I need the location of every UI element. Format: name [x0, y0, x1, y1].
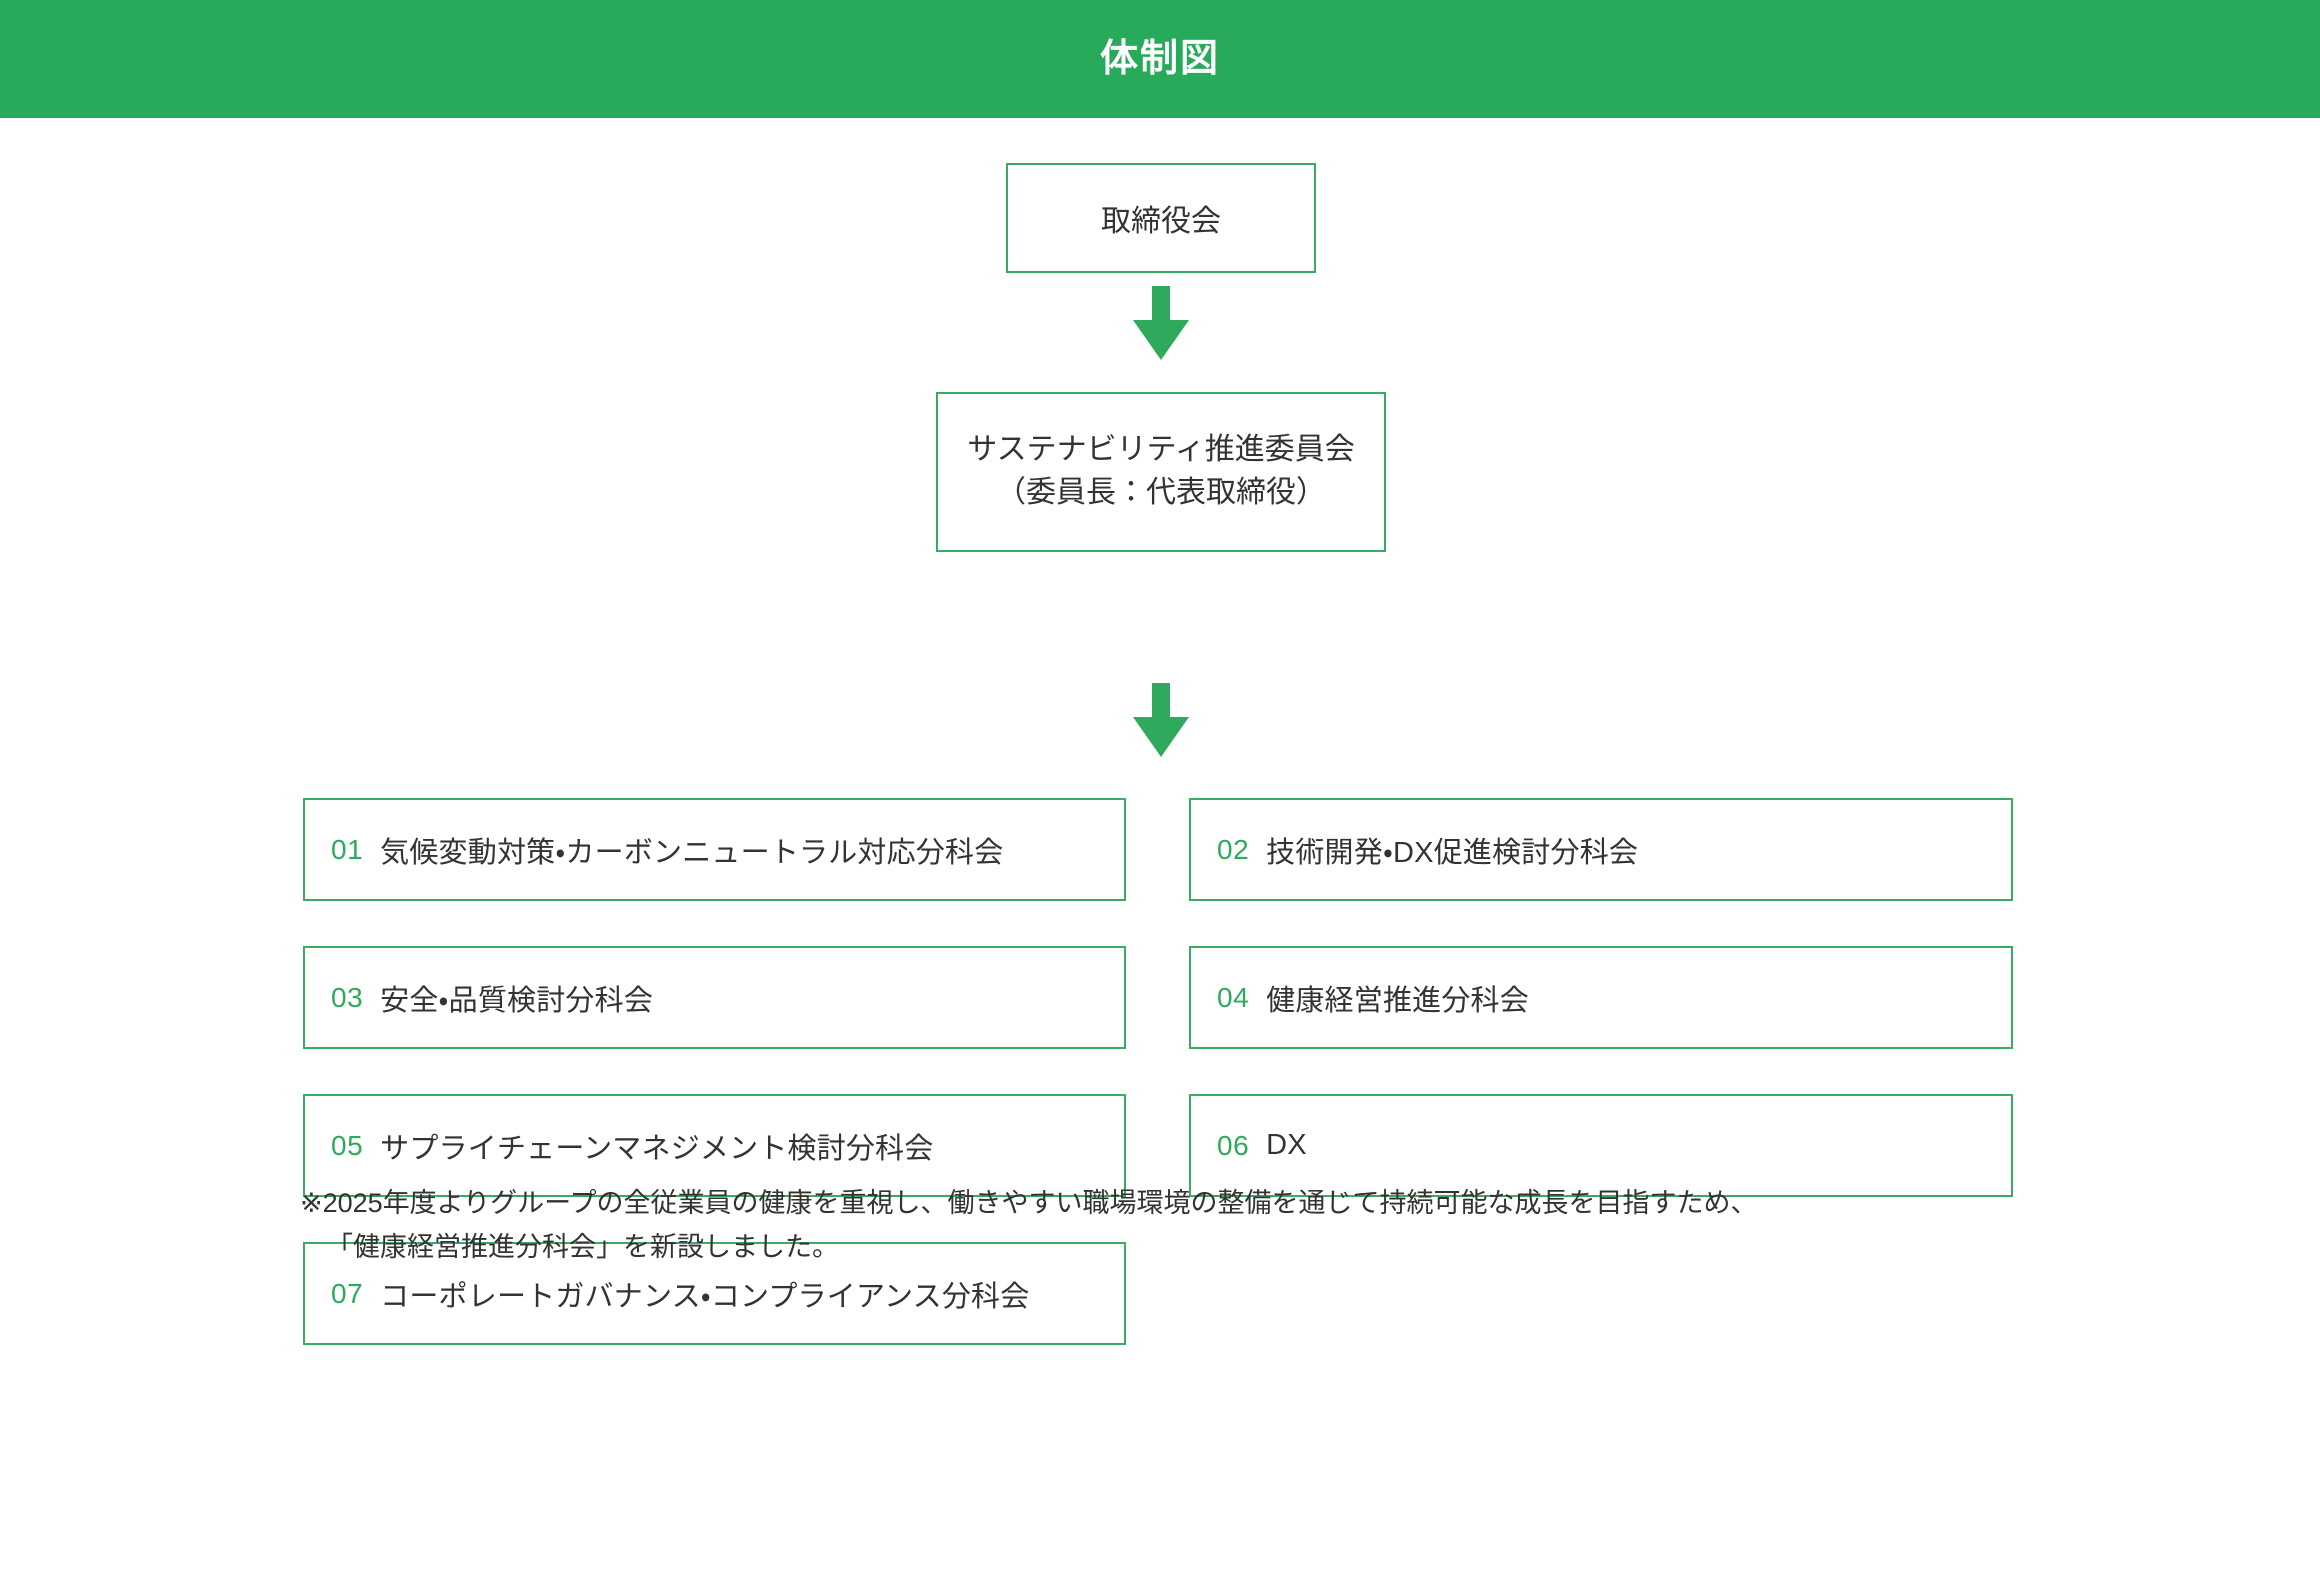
- subcommittee-list: 01 気候変動対策・カーボンニュートラル対応分科会 02 技術開発・DX促進検討…: [303, 678, 2013, 1345]
- subcommittee-number-06: 06: [1217, 1129, 1250, 1161]
- footnote-line-1: ※2025年度よりグループの全従業員の健康を重視し、働きやすい職場環境の整備を通…: [300, 1188, 1758, 1218]
- node-sustainability-committee: サステナビリティ推進委員会 （委員長：代表取締役）: [936, 392, 1386, 552]
- subcommittee-item-05: 05 サプライチェーンマネジメント検討分科会: [303, 1094, 1126, 1197]
- node-board-of-directors-label: 取締役会: [1101, 205, 1221, 238]
- subcommittee-number-04: 04: [1217, 981, 1250, 1013]
- page-header: 体制図: [0, 0, 2320, 118]
- subcommittee-label-04: 健康経営推進分科会: [1266, 984, 1529, 1017]
- subcommittee-number-05: 05: [331, 1129, 364, 1161]
- subcommittee-item-01: 01 気候変動対策・カーボンニュートラル対応分科会: [303, 798, 1126, 901]
- node-sustainability-committee-line1: サステナビリティ推進委員会: [967, 433, 1355, 467]
- footnote-line-2: 「健康経営推進分科会」を新設しました。: [326, 1231, 839, 1262]
- subcommittee-number-07: 07: [331, 1277, 364, 1309]
- node-board-of-directors: 取締役会: [1006, 163, 1316, 273]
- subcommittee-item-06: 06 DX: [1189, 1094, 2013, 1197]
- arrow-down-icon-board-to-committee: [1133, 286, 1189, 360]
- subcommittee-label-02: 技術開発・DX促進検討分科会: [1266, 836, 1639, 869]
- subcommittee-item-02: 02 技術開発・DX促進検討分科会: [1189, 798, 2013, 901]
- subcommittee-number-03: 03: [331, 981, 364, 1013]
- subcommittee-label-05: サプライチェーンマネジメント検討分科会: [380, 1132, 934, 1165]
- subcommittee-number-02: 02: [1217, 833, 1250, 865]
- org-chart-diagram: 取締役会 サステナビリティ推進委員会 （委員長：代表取締役） 01 気候変動対策…: [0, 118, 2320, 1589]
- arrow-down-icon-committee-to-subcommittees: [1133, 683, 1189, 757]
- subcommittee-number-01: 01: [331, 833, 364, 865]
- subcommittee-item-04: 04 健康経営推進分科会: [1189, 946, 2013, 1049]
- subcommittee-label-07: コーポレートガバナンス・コンプライアンス分科会: [380, 1280, 1030, 1313]
- subcommittee-label-03: 安全・品質検討分科会: [380, 984, 654, 1017]
- subcommittee-item-07: 07 コーポレートガバナンス・コンプライアンス分科会: [303, 1242, 1126, 1345]
- footnote: ※2025年度よりグループの全従業員の健康を重視し、働きやすい職場環境の整備を通…: [300, 1182, 2090, 1269]
- subcommittee-label-01: 気候変動対策・カーボンニュートラル対応分科会: [380, 836, 1004, 869]
- node-sustainability-committee-line2: （委員長：代表取締役）: [996, 476, 1326, 509]
- subcommittee-item-03: 03 安全・品質検討分科会: [303, 946, 1126, 1049]
- page-title: 体制図: [1099, 38, 1220, 80]
- subcommittee-label-06: DX: [1266, 1129, 1307, 1161]
